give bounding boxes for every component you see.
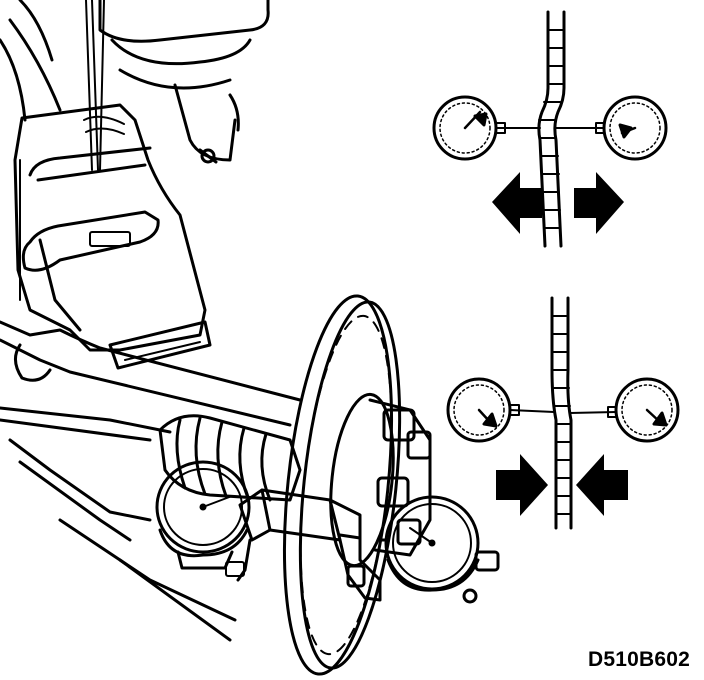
panel-warped-disc xyxy=(432,10,668,248)
dial-gauge-icon xyxy=(155,460,251,577)
dial-gauge-icon xyxy=(555,95,668,161)
dial-gauge-icon xyxy=(569,377,680,443)
disc-section xyxy=(550,296,573,530)
figure-code: D510B602 xyxy=(587,648,690,671)
drive-shaft xyxy=(0,320,302,642)
arrow-icon xyxy=(492,172,542,234)
arrow-icon xyxy=(574,172,624,234)
caliper-icon xyxy=(13,103,218,370)
wheel-hub xyxy=(338,398,432,557)
dial-gauge-icon xyxy=(432,95,541,161)
arrow-icon xyxy=(576,454,628,516)
strut-housing xyxy=(0,0,270,162)
gauge-bracket xyxy=(236,488,382,602)
suspension-assembly xyxy=(0,0,500,676)
arrow-icon xyxy=(496,454,548,516)
panel-thickness-variation xyxy=(446,296,680,530)
dial-gauge-icon xyxy=(446,377,555,443)
dial-gauge-icon xyxy=(378,495,500,604)
brake-disc-icon xyxy=(282,294,402,676)
disc-section xyxy=(537,10,566,248)
cv-boot xyxy=(158,414,302,502)
support-wire xyxy=(83,0,125,171)
